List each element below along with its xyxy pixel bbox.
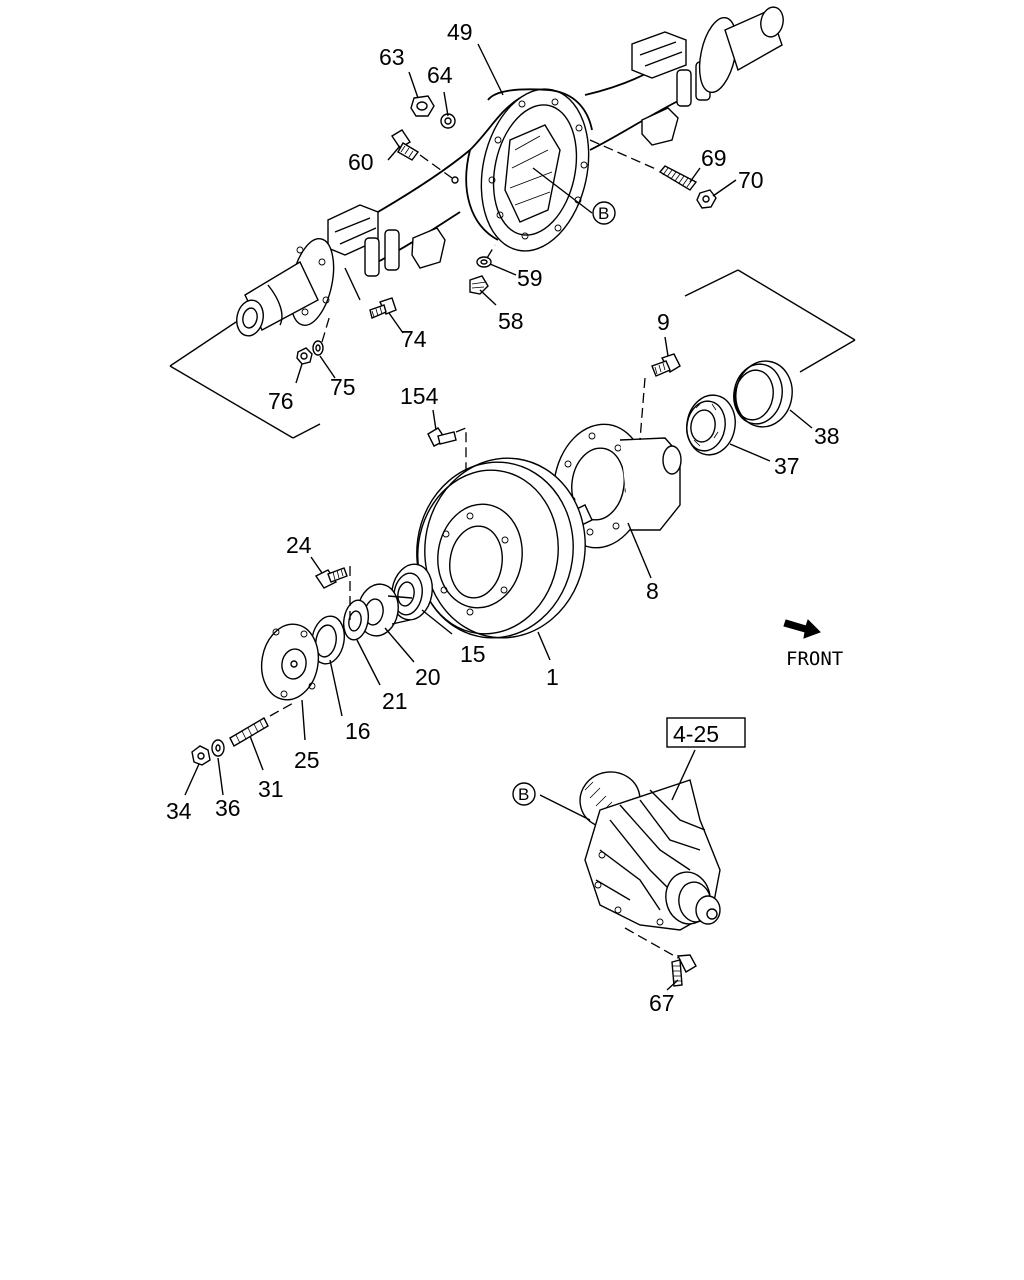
callout-1: 1 xyxy=(546,664,559,690)
ref-marker-letter: B xyxy=(518,785,529,804)
axle-housing xyxy=(236,6,784,337)
reference-box-label: 4-25 xyxy=(673,721,719,747)
callout-36: 36 xyxy=(215,795,241,821)
part-74-bolt xyxy=(369,297,397,319)
reference-marker-b-housing: B xyxy=(592,201,616,225)
callout-60: 60 xyxy=(348,149,374,175)
part-64-washer xyxy=(440,113,456,129)
part-1-brake-drum xyxy=(416,457,586,639)
part-31-stud xyxy=(229,701,296,747)
part-154-bolt xyxy=(427,427,467,520)
callout-59: 59 xyxy=(517,265,543,291)
part-24-bolt xyxy=(314,566,351,620)
ref-marker-letter: B xyxy=(598,204,609,223)
callout-37: 37 xyxy=(774,453,800,479)
callout-38: 38 xyxy=(814,423,840,449)
callout-75: 75 xyxy=(330,374,356,400)
part-75-washer xyxy=(312,314,331,356)
callout-63: 63 xyxy=(379,44,405,70)
part-67-bolt xyxy=(624,927,697,987)
front-arrow-icon xyxy=(783,619,821,639)
callout-74: 74 xyxy=(401,326,427,352)
callout-154: 154 xyxy=(400,383,439,409)
reference-marker-b-carrier: B xyxy=(512,782,536,806)
assembly-guide-lines xyxy=(169,269,856,439)
differential-carrier xyxy=(579,771,721,931)
callout-15: 15 xyxy=(460,641,486,667)
callout-58: 58 xyxy=(498,308,524,334)
callout-67: 67 xyxy=(649,990,675,1016)
part-63-nut xyxy=(410,95,435,117)
part-58-plug xyxy=(469,275,489,295)
part-9-bolt xyxy=(639,353,681,441)
callout-25: 25 xyxy=(294,747,320,773)
callout-69: 69 xyxy=(701,145,727,171)
callout-21: 21 xyxy=(382,688,408,714)
part-34-nut xyxy=(191,745,211,766)
callout-labels: 49 63 64 60 69 70 59 58 74 76 75 9 154 3… xyxy=(166,19,840,1016)
front-direction-indicator: FRONT xyxy=(783,619,843,670)
callout-20: 20 xyxy=(415,664,441,690)
part-38-oil-seal xyxy=(733,360,793,428)
callout-64: 64 xyxy=(427,62,453,88)
callout-76: 76 xyxy=(268,388,294,414)
leader-lines xyxy=(184,43,813,991)
part-36-washer xyxy=(211,739,225,757)
callout-34: 34 xyxy=(166,798,192,824)
callout-16: 16 xyxy=(345,718,371,744)
part-76-nut xyxy=(296,347,313,365)
part-21-lock-washer xyxy=(342,599,370,641)
part-69-stud xyxy=(589,139,698,191)
callout-24: 24 xyxy=(286,532,312,558)
part-59-gasket xyxy=(476,244,496,268)
reference-box: 4-25 xyxy=(666,717,746,748)
part-60-bolt xyxy=(391,129,459,184)
callout-8: 8 xyxy=(646,578,659,604)
front-label: FRONT xyxy=(786,648,843,670)
part-15-bearing xyxy=(391,563,433,621)
part-70-nut xyxy=(696,189,717,209)
callout-9: 9 xyxy=(657,309,670,335)
part-37-bearing xyxy=(686,394,736,456)
callout-31: 31 xyxy=(258,776,284,802)
callout-49: 49 xyxy=(447,19,473,45)
part-25-hub-cap xyxy=(260,623,320,701)
callout-70: 70 xyxy=(738,167,764,193)
